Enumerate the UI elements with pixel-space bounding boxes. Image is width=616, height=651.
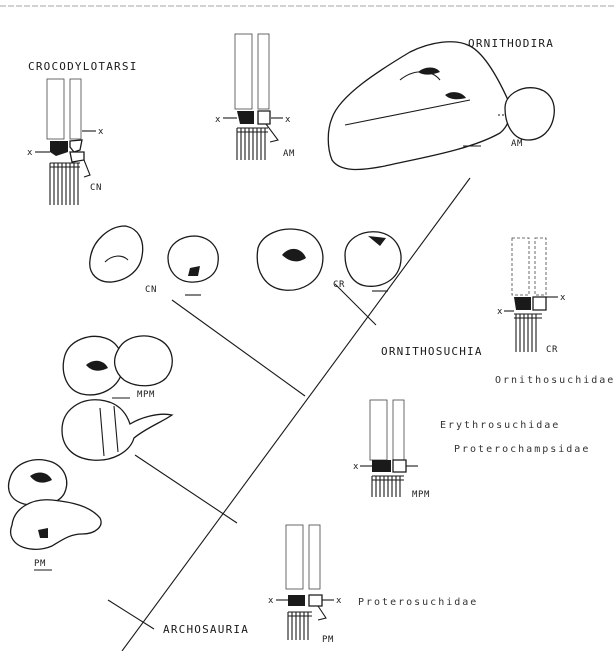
- branch-crocodylotarsi: [172, 300, 305, 396]
- clade-label-ornithosuchia: ORNITHOSUCHIA: [381, 345, 483, 358]
- ankle-label-pm: PM: [34, 559, 46, 569]
- pm-astragalus-calcaneum-drawing: [9, 460, 101, 570]
- axis-marker-cn-left: x: [27, 148, 33, 158]
- ankle-diagram-am: [223, 34, 283, 160]
- branch-proterosuchidae: [108, 600, 154, 629]
- ankle-label-mpm-diagram: MPM: [412, 490, 430, 500]
- ankle-label-cr: CR: [333, 280, 345, 290]
- taxon-label-proterochampsidae: Proterochampsidae: [454, 444, 590, 455]
- taxon-label-proterosuchidae: Proterosuchidae: [358, 597, 478, 608]
- ankle-label-mpm: MPM: [137, 390, 155, 400]
- ankle-label-cn-top: CN: [90, 183, 102, 193]
- ankle-label-cn: CN: [145, 285, 157, 295]
- branch-erythrosuchidae: [135, 455, 237, 523]
- axis-marker-am-right: x: [285, 115, 291, 125]
- axis-marker-cr-left: x: [497, 307, 503, 317]
- ankle-diagram-cn: [35, 79, 96, 205]
- ankle-label-cr-diagram: CR: [546, 345, 558, 355]
- ankle-label-pm-diagram: PM: [322, 635, 334, 645]
- ankle-diagram-cr: [504, 238, 558, 352]
- axis-marker-pm-left: x: [268, 596, 274, 606]
- axis-marker-am-left: x: [215, 115, 221, 125]
- ankle-diagram-pm: [276, 525, 334, 640]
- clade-label-crocodylotarsi: CROCODYLOTARSI: [28, 60, 138, 73]
- branch-ornithodira: [335, 284, 376, 325]
- ankle-label-am-top: AM: [283, 149, 295, 159]
- taxon-label-erythrosuchidae: Erythrosuchidae: [440, 420, 560, 431]
- cr-astragalus-calcaneum-drawing: [257, 229, 401, 291]
- ankle-label-am: AM: [511, 139, 523, 149]
- taxon-label-ornithosuchidae: Ornithosuchidae: [495, 375, 615, 386]
- axis-marker-cr-right: x: [560, 293, 566, 303]
- axis-marker-mpm-left: x: [353, 462, 359, 472]
- clade-label-archosauria: ARCHOSAURIA: [163, 623, 249, 636]
- axis-marker-pm-right: x: [336, 596, 342, 606]
- ornithodira-astragalus-drawing: [328, 42, 554, 170]
- axis-marker-cn-right: x: [98, 127, 104, 137]
- ankle-diagram-mpm: [360, 400, 418, 497]
- mpm-astragalus-calcaneum-drawing: [62, 336, 172, 460]
- clade-label-ornithodira: ORNITHODIRA: [468, 37, 554, 50]
